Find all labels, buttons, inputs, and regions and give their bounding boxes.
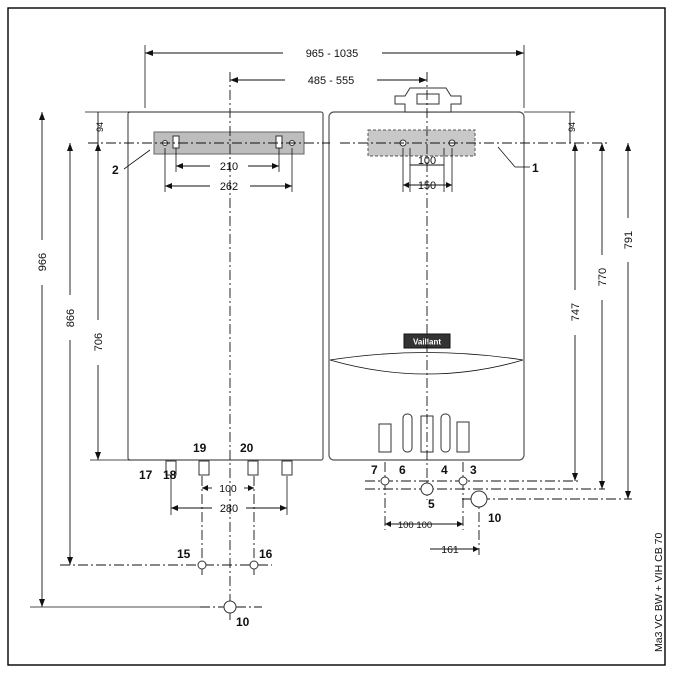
pipe-circle-10 — [470, 490, 488, 508]
panel-curve-top — [329, 352, 524, 361]
pipe-extra — [281, 460, 293, 476]
pipe-circle-3 — [458, 476, 468, 486]
label-3: 3 — [470, 463, 477, 477]
dim-overall-width: 965 - 1035 — [306, 48, 359, 60]
pipe-circle-5 — [420, 482, 434, 496]
label-4: 4 — [441, 463, 448, 477]
dim-pipe-100: 100 — [219, 483, 237, 495]
label-15: 15 — [177, 547, 191, 561]
label-2: 2 — [112, 163, 119, 177]
dim-h747: 747 — [570, 303, 582, 321]
dim-conn-100-100: 100 100 — [398, 520, 432, 531]
pipe-circle-7 — [380, 476, 390, 486]
label-18: 18 — [163, 468, 177, 482]
label-7: 7 — [371, 463, 378, 477]
cylinder-body — [127, 111, 324, 461]
label-20: 20 — [240, 441, 254, 455]
dim-right-top: 94 — [567, 122, 577, 132]
dim-h770: 770 — [597, 268, 609, 286]
bracket-slot-right — [275, 135, 283, 149]
frame — [7, 7, 666, 666]
label-6: 6 — [399, 463, 406, 477]
dim-hole-inner: 100 — [418, 155, 436, 167]
pipe-17 — [165, 460, 177, 476]
label-17: 17 — [139, 468, 153, 482]
label-1: 1 — [532, 161, 539, 175]
dim-h706: 706 — [93, 333, 105, 351]
label-10-bottom: 10 — [236, 615, 250, 629]
conn-3 — [456, 421, 470, 453]
conn-4 — [440, 413, 451, 453]
dim-h966: 966 — [37, 253, 49, 271]
conn-7 — [378, 423, 392, 453]
dim-flue-offset: 485 - 555 — [308, 75, 354, 87]
pipe-circle-16 — [249, 560, 259, 570]
pipe-circle-15 — [197, 560, 207, 570]
flue-collar — [416, 93, 440, 105]
dim-conn-161: 161 — [441, 544, 459, 556]
conn-6 — [402, 413, 413, 453]
dim-pipe-280: 280 — [220, 503, 238, 515]
dim-h866: 866 — [65, 309, 77, 327]
label-16: 16 — [259, 547, 273, 561]
pipe-circle-10-bottom — [223, 600, 237, 614]
label-10-right: 10 — [488, 511, 502, 525]
label-5: 5 — [428, 497, 435, 511]
dim-bracket-outer: 262 — [220, 181, 238, 193]
dim-hole-outer: 150 — [418, 180, 436, 192]
caption: Ma3 VC BW + VIH CB 70 — [653, 533, 665, 652]
bracket-slot-left — [172, 135, 180, 149]
dim-left-top: 94 — [95, 122, 105, 132]
dim-h791: 791 — [623, 231, 635, 249]
pipe-19 — [198, 460, 210, 476]
pipe-20 — [247, 460, 259, 476]
dim-bracket-inner: 210 — [220, 161, 238, 173]
label-19: 19 — [193, 441, 207, 455]
